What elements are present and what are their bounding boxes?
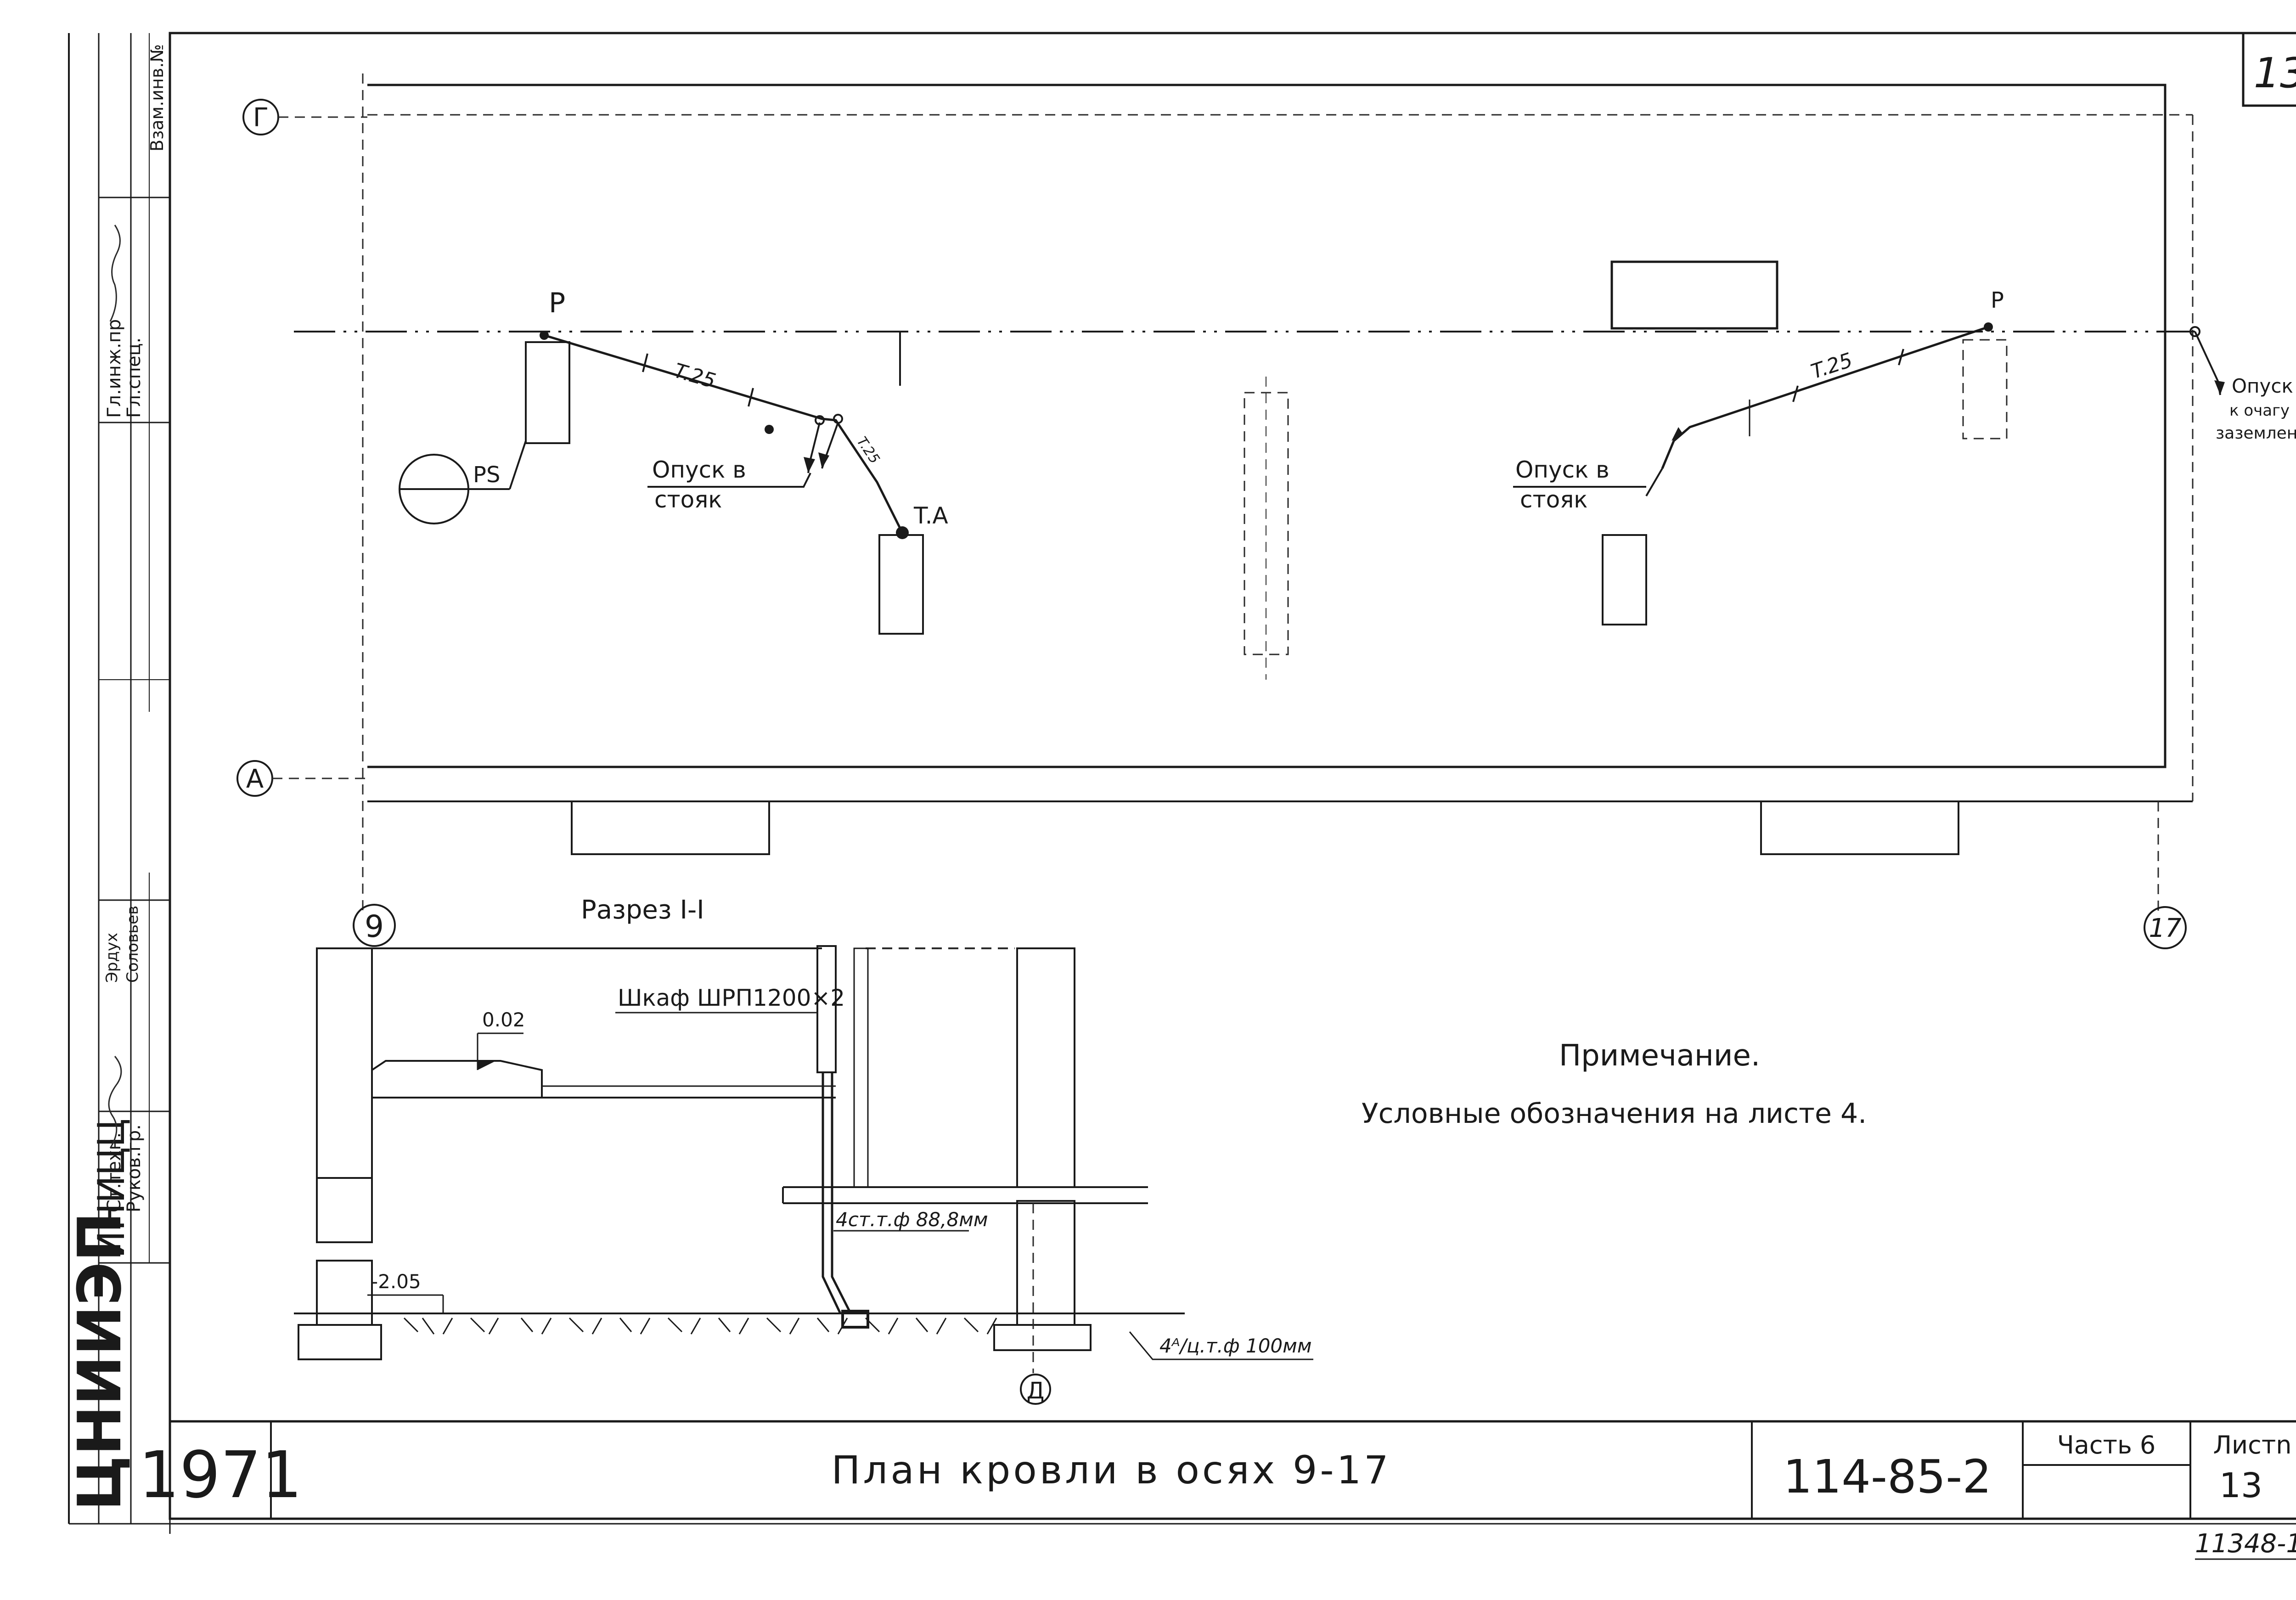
canopy-left (571, 800, 770, 855)
stamp-text-1: Гл.инж.пр (104, 319, 125, 418)
downpipe-right-line2: стояк (1520, 486, 1588, 513)
axis-17-label: 17 (2149, 913, 2182, 943)
skylight (1244, 392, 1289, 655)
sheet-frame (69, 32, 2296, 1534)
stamp-vzam: Взам.инв.№ (147, 44, 167, 152)
axis-a-label: А (246, 764, 264, 794)
stamp-org: ЦНИИЭП (65, 1212, 135, 1511)
axis-g-label: Г (253, 103, 269, 133)
label-ps: PS (473, 462, 500, 488)
section-view: Разрез I-I Шкаф ШРП1200×2 (294, 895, 1313, 1405)
title-block: 1971 План кровли в осях 9-17 114-85-2 Ча… (139, 1421, 2292, 1519)
roof-equipment (525, 260, 2008, 855)
downpipe-right-line1: Опуск в (1515, 456, 1609, 483)
downpipe-left-line2: стояк (654, 486, 722, 513)
t25-small: T.25 (853, 434, 883, 467)
signature-1 (109, 225, 121, 322)
sheet-number: 13 (2219, 1466, 2262, 1505)
label-p-right: P (1991, 287, 2004, 313)
corner-number-box: 13 (2242, 33, 2296, 107)
archive-number: 11348-11 (2195, 1529, 2296, 1559)
signature-2 (108, 1056, 122, 1149)
lightning-right: P T.25 Опуск в стояк Опуск к очагу зазем… (1513, 287, 2296, 513)
right-wall (1016, 947, 1075, 1188)
vent-shaft-1 (525, 341, 570, 444)
note-heading: Примечание. (1559, 1039, 1760, 1073)
label-ta: T.A (913, 502, 948, 529)
left-wall (316, 947, 373, 1179)
axis-d-label: Д (1026, 1377, 1044, 1404)
axis-9-label: 9 (365, 909, 384, 944)
level-bottom: -2.05 (371, 1270, 421, 1293)
axis-17: 17 (2144, 906, 2187, 949)
building-outline (362, 73, 2194, 914)
vent-shaft-2 (878, 534, 924, 635)
ground-line2: к очагу (2229, 401, 2290, 420)
year: 1971 (139, 1438, 302, 1513)
lightning-left: P T.25 T.25 T.A Опуск в стояк PS (399, 287, 948, 539)
note: Примечание. Условные обозначения на лист… (1362, 1039, 1867, 1130)
label-p-left: P (549, 287, 565, 319)
stamp-dept: ИНИЦЦ (90, 1119, 133, 1258)
stamp-text-3: Ст.техн. (104, 1132, 125, 1212)
axis-a: А (236, 760, 367, 797)
vent-shaft-4 (1602, 534, 1647, 625)
stamp-name-1: Соловьев (124, 906, 142, 983)
axis-g: Г (242, 99, 367, 135)
cabinet (816, 945, 837, 1073)
section-title: Разрез I-I (581, 895, 704, 925)
ground-line3: заземления (2216, 424, 2296, 443)
downpipe-left-line1: Опуск в (652, 456, 746, 483)
side-stamp: ЦНИИЭП ИНИЦЦ Гл.инж.пр Гл.спец. Ст.техн.… (65, 33, 170, 1524)
stamp-text-4: Руков.гр. (124, 1124, 145, 1212)
canopy-right (1760, 800, 1959, 855)
stamp-name-2: Эрдух (103, 933, 121, 983)
sheet-title: План кровли в осях 9-17 (831, 1448, 1391, 1493)
corner-number: 13 (2254, 49, 2296, 97)
vent-shaft-3 (1962, 339, 2008, 439)
note-text: Условные обозначения на листе 4. (1362, 1098, 1867, 1130)
pipe-a-label: 4ст.т.ф 88,8мм (836, 1208, 988, 1231)
roof-hatch (1610, 260, 1778, 330)
sheet-label: Листn (2213, 1431, 2291, 1459)
level-top: 0.02 (482, 1008, 525, 1031)
stamp-text-2: Гл.спец. (124, 338, 145, 418)
t25-left: T.25 (671, 359, 718, 393)
drawing-code: 114-85-2 (1783, 1450, 1992, 1504)
axis-9: 9 (353, 904, 396, 947)
cabinet-label: Шкаф ШРП1200×2 (618, 985, 845, 1011)
ground-line1: Опуск (2232, 375, 2293, 397)
part-label: Часть 6 (2057, 1431, 2156, 1459)
pipe-b-label: 4ᴬ/ц.т.ф 100мм (1159, 1335, 1312, 1357)
